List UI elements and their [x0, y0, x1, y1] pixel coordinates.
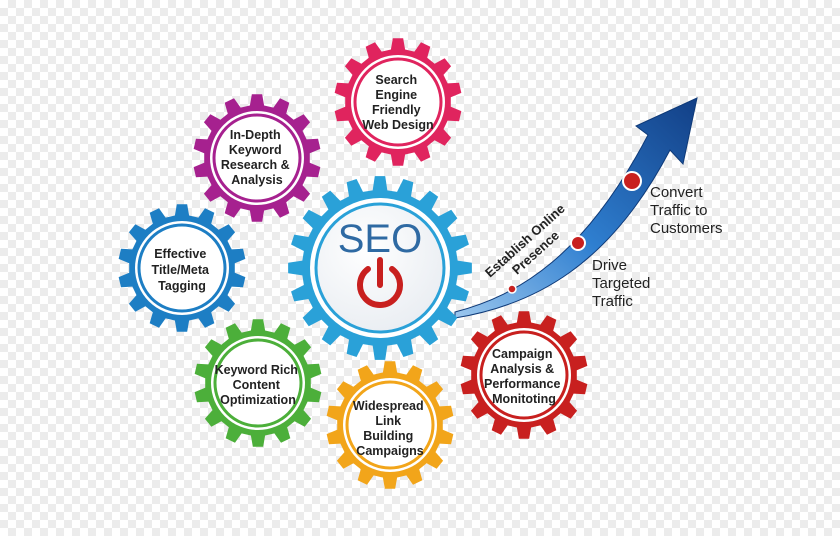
gear-label-line: Tagging: [158, 279, 206, 293]
growth-arrow-body: [454, 97, 698, 319]
gear-label-link-building: Widespread Link Building Campaigns: [353, 399, 427, 458]
gear-face: [345, 380, 435, 470]
gear-label-line: Content: [233, 378, 281, 392]
gear-label-line: Research &: [221, 158, 290, 172]
milestone-label-convert-traffic: Convert Traffic to Customers: [650, 184, 723, 237]
gear-label-title-meta: Effective Title/Meta Tagging: [152, 247, 213, 293]
milestone-line: Drive: [592, 257, 627, 274]
gear-face: [137, 223, 227, 313]
gear-label-line: Keyword Rich: [215, 363, 298, 377]
gear-title-meta: [118, 204, 246, 332]
gear-label-line: Engine: [375, 88, 417, 102]
gear-label-content-optimization: Keyword Rich Content Optimization: [215, 363, 302, 407]
gear-face: [479, 330, 569, 420]
gear-face: [213, 338, 303, 428]
gear-label-line: Building: [363, 429, 413, 443]
gear-label-line: Widespread: [353, 399, 424, 413]
gear-label-line: Search: [375, 73, 417, 87]
milestone-label-drive-traffic: Drive Targeted Traffic: [592, 257, 655, 310]
gear-label-line: Web Design: [362, 118, 433, 132]
milestone-line: Customers: [650, 220, 723, 237]
gear-label-line: Performance: [484, 377, 560, 391]
gear-web-design: [334, 38, 462, 166]
growth-arrow: Establish Online Presence: [454, 97, 698, 319]
gear-label-line: Effective: [154, 247, 206, 261]
gear-label-line: Keyword: [229, 143, 282, 157]
milestone-line: Traffic to: [650, 202, 708, 219]
gear-label-line: Link: [375, 414, 401, 428]
gear-label-web-design: Search Engine Friendly Web Design: [362, 73, 433, 132]
milestone-dot-convert-traffic: [622, 171, 642, 191]
gear-content-optimization: [194, 319, 322, 447]
gear-face: [353, 57, 443, 147]
gear-link-building: [326, 361, 454, 489]
gear-keyword-research: [193, 94, 321, 222]
milestone-dot-start: [507, 284, 517, 294]
gear-label-line: Title/Meta: [152, 263, 210, 277]
gear-label-line: Optimization: [220, 393, 296, 407]
milestone-line: Traffic: [592, 293, 633, 310]
gear-label-line: In-Depth: [230, 128, 281, 142]
gear-face: [212, 113, 302, 203]
gear-label-campaign-analysis: Campaign Analysis & Performance Monitoti…: [484, 347, 564, 406]
seo-title: SEO: [338, 217, 422, 261]
milestone-line: Targeted: [592, 275, 650, 292]
gear-label-line: Analysis &: [490, 362, 554, 376]
gear-campaign-analysis: [460, 311, 588, 439]
milestone-line: Convert: [650, 184, 703, 201]
gear-label-keyword-research: In-Depth Keyword Research & Analysis: [221, 128, 293, 187]
gear-label-line: Campaign: [492, 347, 552, 361]
gear-label-line: Friendly: [372, 103, 421, 117]
gear-label-line: Analysis: [231, 173, 282, 187]
gear-label-line: Campaigns: [356, 444, 423, 458]
power-icon: [357, 257, 403, 308]
gear-label-line: Monitoting: [492, 392, 556, 406]
milestone-dot-drive-traffic: [570, 235, 586, 251]
